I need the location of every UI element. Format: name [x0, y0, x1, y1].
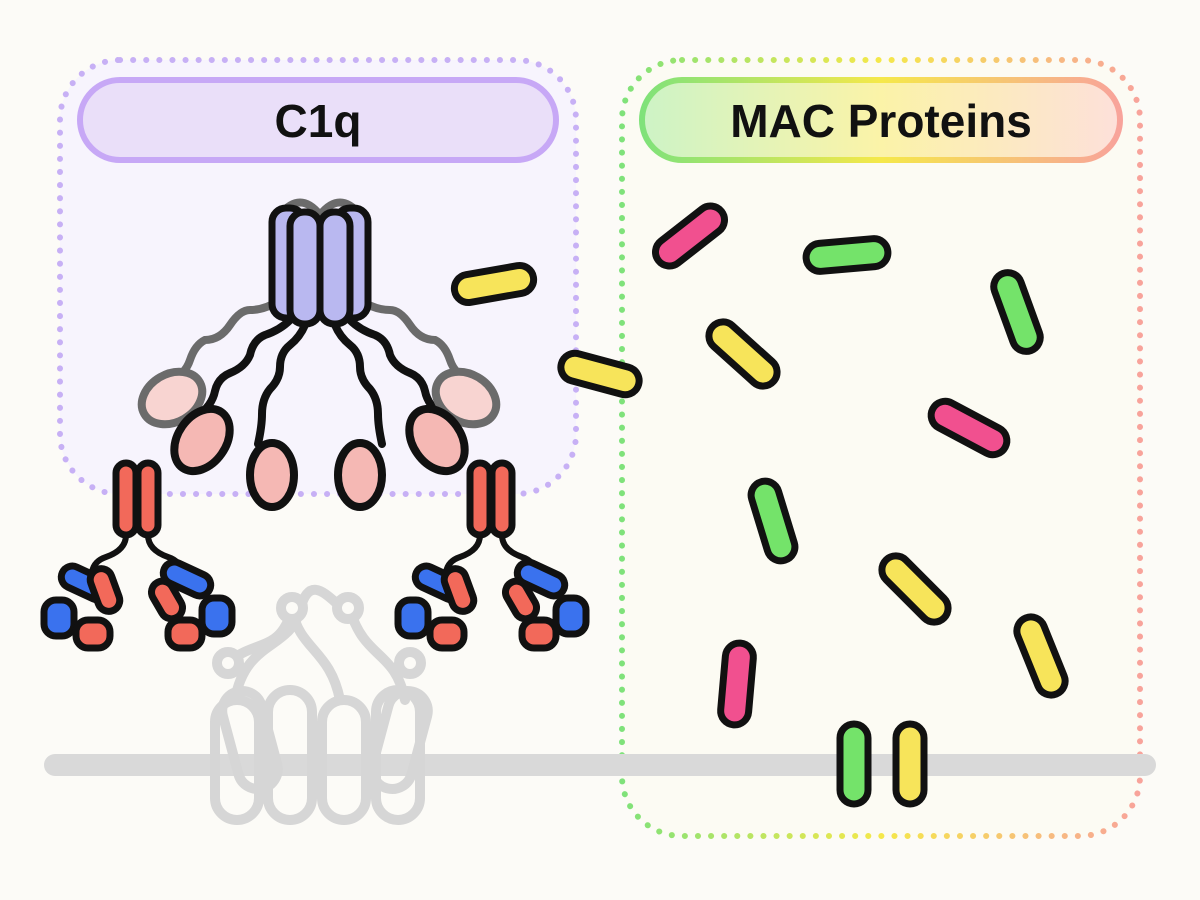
mac-pore-inserted: [836, 720, 928, 808]
mac-fragments: [450, 202, 1069, 729]
mac-fragment-9: [878, 552, 952, 626]
c1q-globule-3: [334, 439, 386, 511]
c1q-label-pill: [77, 77, 559, 163]
mac-fragment-3: [652, 202, 728, 270]
c1q-molecule: [137, 198, 501, 511]
mac-label-pill: [639, 77, 1123, 163]
c1q-label: C1q: [275, 95, 362, 147]
c1q-stalk-right-outer: [356, 296, 474, 384]
faded-membrane-receptor: [210, 584, 433, 825]
c1q-stalk-3: [331, 321, 386, 448]
c1q-stalk-1: [193, 316, 294, 420]
c1q-stalk-left-outer: [166, 296, 284, 384]
mac-fragment-6: [705, 318, 781, 390]
c1q-stalk-2: [254, 321, 309, 448]
antibody-left: [40, 459, 236, 652]
mac-fragment-7: [927, 397, 1011, 459]
mac-fragment-10: [1013, 613, 1069, 699]
mac-fragment-5: [990, 269, 1044, 355]
c1q-globule-2: [246, 439, 298, 511]
mac-fragment-4: [802, 235, 892, 275]
mac-fragment-1: [450, 261, 538, 307]
mac-fragment-2: [557, 349, 643, 399]
c1q-head-strand-2: [286, 208, 324, 328]
antibody-right: [394, 459, 590, 652]
c1q-globule-4: [405, 404, 469, 476]
c1q-globule-1: [170, 404, 234, 476]
c1q-head-strand-3: [316, 208, 354, 328]
mac-fragment-8: [747, 477, 799, 565]
mac-fragment-11: [717, 639, 757, 729]
c1q-stalk-4: [346, 316, 447, 420]
mac-label: MAC Proteins: [730, 95, 1032, 147]
mac-panel: MAC Proteins: [619, 57, 1143, 839]
pore-strand-yellow: [892, 720, 928, 808]
mac-panel-border: [619, 57, 1143, 839]
pore-strand-green: [836, 720, 872, 808]
